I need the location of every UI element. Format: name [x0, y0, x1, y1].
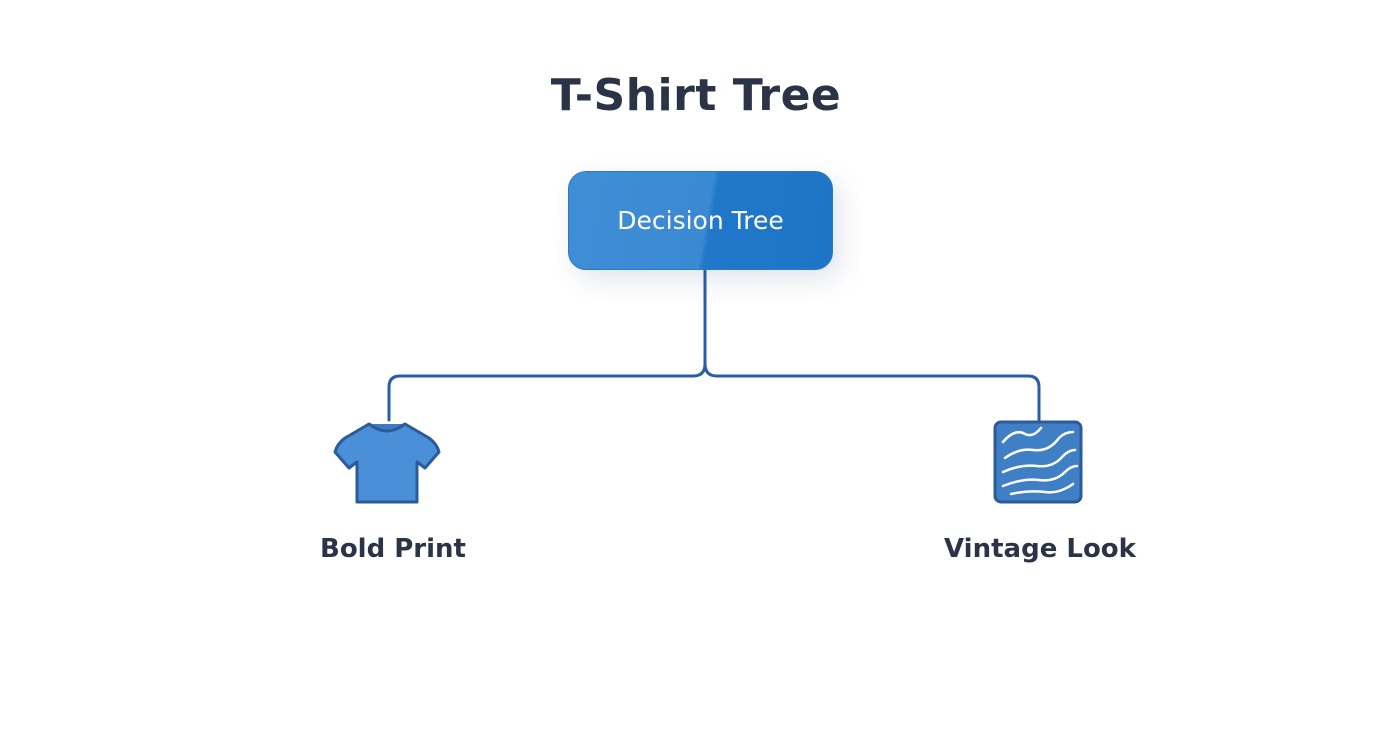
branch-label-vintage-look: Vintage Look — [944, 534, 1136, 564]
branch-label-bold-print: Bold Print — [320, 534, 466, 564]
connector-root-to-vintage-look — [703, 362, 1041, 422]
wavy-pattern-icon — [993, 420, 1083, 504]
diagram-title: T-Shirt Tree — [550, 70, 842, 121]
connector-root-to-bold-print — [387, 268, 707, 422]
decision-tree-root-node: Decision Tree — [568, 171, 833, 270]
tshirt-icon — [333, 422, 441, 504]
root-node-label: Decision Tree — [617, 206, 784, 235]
